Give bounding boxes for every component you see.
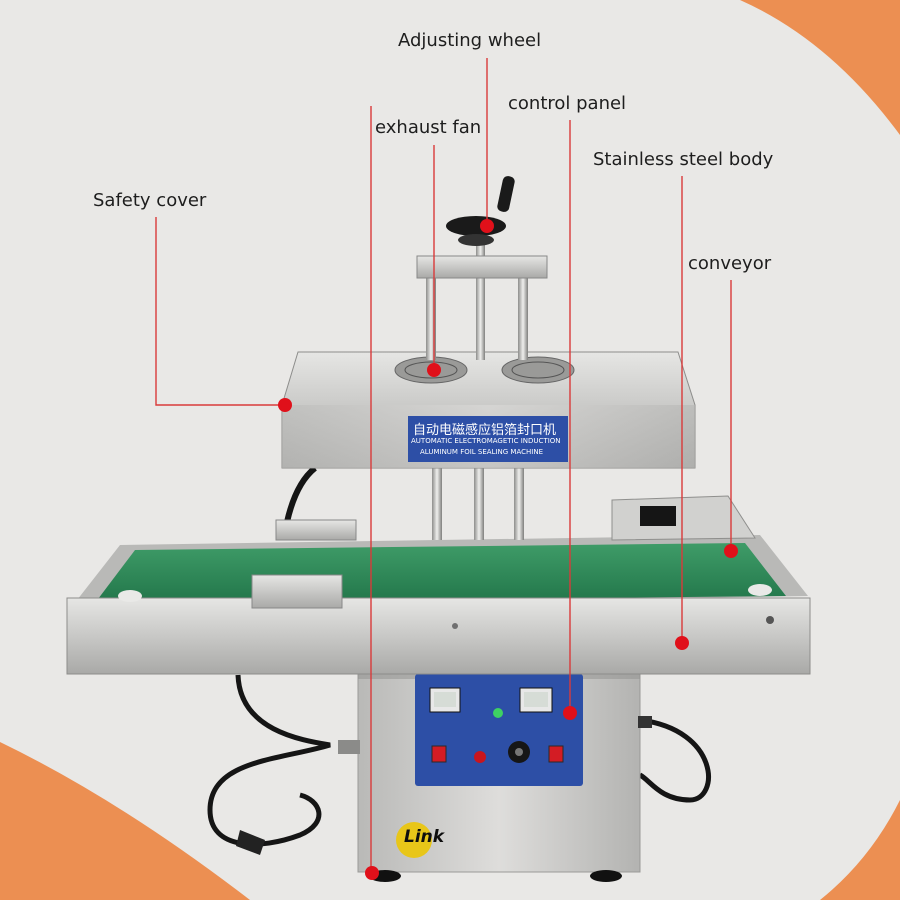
label-stainless-steel-body: Stainless steel body [593, 149, 774, 170]
marker-safety-cover [278, 398, 292, 412]
callout-lines [155, 58, 732, 873]
guide-bracket-rear [275, 519, 357, 541]
upper-screw-rod [476, 240, 485, 360]
power-plug [236, 830, 265, 855]
upper-rod-left [426, 272, 436, 360]
power-switch [431, 745, 447, 763]
label-safety-cover: Safety cover [93, 190, 207, 211]
label-exhaust-fan: exhaust fan [375, 117, 482, 138]
callout-markers [278, 219, 738, 880]
label-adjusting-wheel: Adjusting wheel [398, 30, 542, 51]
indicator-green-led [493, 708, 503, 718]
wheel-handle [497, 176, 515, 212]
rail-screw-left [452, 623, 458, 629]
support-rod-1 [432, 468, 442, 540]
brand-logo: Link [396, 822, 456, 858]
plate-line-3: ALUMINUM FOIL SEALING MACHINE [420, 448, 544, 456]
fan-right-grille [511, 361, 565, 379]
label-conveyor: conveyor [688, 253, 772, 274]
cable-gland [338, 740, 360, 754]
marker-bottom [365, 866, 379, 880]
marker-conveyor [724, 544, 738, 558]
side-control-box [611, 495, 756, 541]
power-knob-center [515, 748, 523, 756]
side-box-switch [640, 506, 676, 526]
power-cable-right [638, 717, 711, 803]
logo-text: Link [404, 827, 445, 847]
adjusting-wheel-hub [458, 234, 494, 246]
guide-bracket-front [251, 574, 343, 609]
marker-stainless-steel-body [675, 636, 689, 650]
power-cable-top [284, 465, 317, 523]
marker-control-panel [563, 706, 577, 720]
support-rod-3 [514, 468, 524, 540]
orange-corner-bottom-left [0, 742, 250, 900]
conveyor-front-rail [66, 597, 811, 675]
cable-gland-right [638, 716, 652, 728]
rail-screw-right [766, 616, 774, 624]
roller-right [748, 584, 772, 596]
orange-corner-bottom-right [820, 800, 900, 900]
fan-left-grille [404, 361, 458, 379]
label-control-panel: control panel [508, 93, 627, 114]
line-safety-cover [155, 217, 285, 406]
orange-corner-top-right [740, 0, 900, 135]
fan-right [501, 356, 575, 384]
meter-right-screen [524, 692, 548, 707]
marker-exhaust-fan [427, 363, 441, 377]
reset-button [474, 751, 486, 763]
support-rod-2 [474, 468, 484, 540]
roller-left [118, 590, 142, 602]
top-bracket [416, 255, 548, 279]
foot-right [590, 870, 622, 882]
gear-icon [396, 822, 432, 858]
label-plate [408, 416, 568, 462]
plate-chinese-title: 自动电磁感应铝箔封口机 [413, 423, 557, 438]
start-switch [548, 745, 564, 763]
upper-rod-right [518, 272, 528, 360]
meter-left-screen [434, 692, 456, 707]
adjusting-wheel [446, 216, 506, 236]
power-cable-left [207, 674, 331, 847]
plate-line-2: AUTOMATIC ELECTROMAGETIC INDUCTION [411, 437, 561, 445]
marker-adjusting-wheel [480, 219, 494, 233]
